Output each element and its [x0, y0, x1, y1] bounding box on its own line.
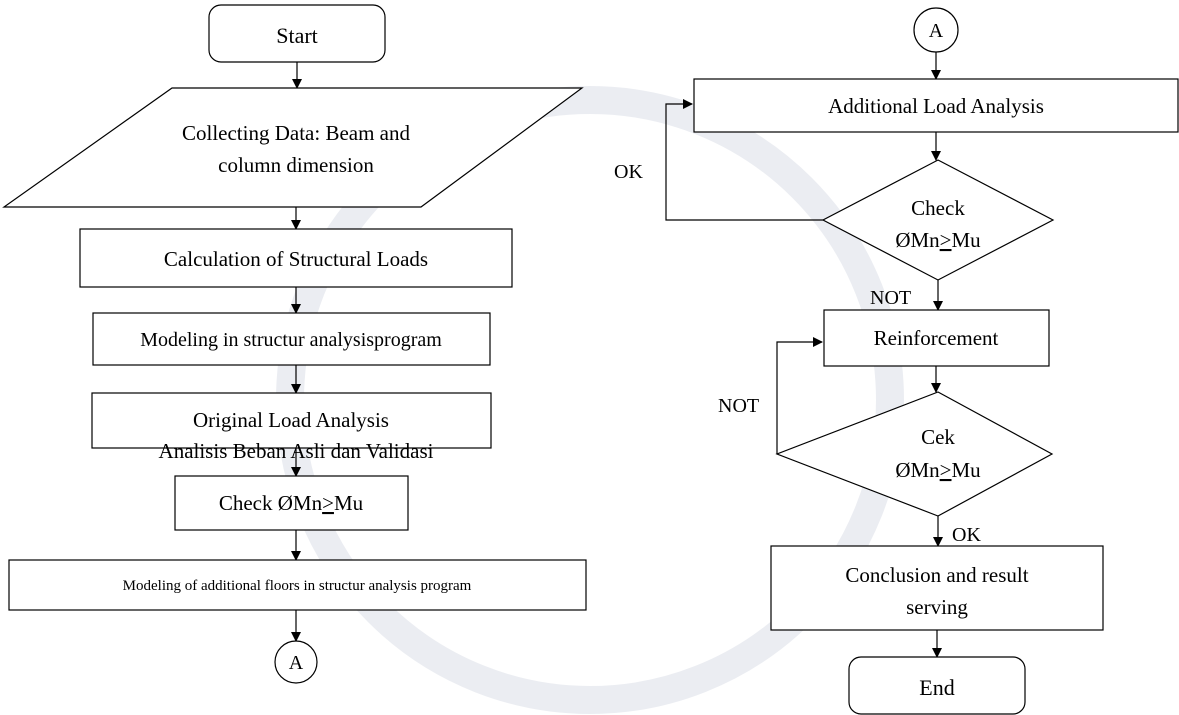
end-label: End: [919, 675, 954, 700]
cek-decision-ge: >: [940, 458, 952, 482]
conclusion-label-line1: Conclusion and result: [845, 563, 1028, 587]
conclusion-process: [770, 545, 1104, 631]
collecting-data-label-line2: column dimension: [218, 153, 374, 177]
edge-check-ok-loop: [665, 99, 823, 221]
connector-a-out: [274, 640, 318, 684]
end-terminator: [848, 656, 1026, 715]
edge-cek-not-loop: [776, 337, 823, 454]
cek-decision-prefix: ØMn: [895, 458, 940, 482]
original-load-process: [91, 392, 492, 449]
additional-load-process: [693, 78, 1179, 133]
check-label-suffix: Mu: [334, 491, 364, 515]
calculation-label: Calculation of Structural Loads: [164, 247, 428, 271]
collecting-data-io: [2, 87, 584, 208]
check-decision-ge: >: [940, 228, 952, 252]
reinforcement-process: [823, 309, 1050, 367]
start-label: Start: [276, 23, 318, 48]
ok-label: OK: [614, 161, 643, 183]
modeling-additional-label: Modeling of additional floors in structu…: [123, 578, 472, 594]
ok-label-2: OK: [952, 524, 981, 546]
cek-decision-line1: Cek: [921, 425, 955, 449]
check-decision-line1: Check: [911, 196, 965, 220]
cek-decision-line2: ØMn>Mu: [895, 458, 981, 482]
modeling-additional-process: [8, 559, 587, 611]
check-label-prefix: Check ØMn: [219, 491, 323, 515]
check-decision-prefix: ØMn: [895, 228, 940, 252]
check-label: Check ØMn>Mu: [219, 491, 364, 515]
connector-a-in-label: A: [929, 20, 944, 42]
not-label: NOT: [870, 287, 911, 309]
modeling-label: Modeling in structur analysisprogram: [140, 329, 442, 351]
calculation-process: [79, 228, 513, 288]
original-load-label-line1: Original Load Analysis: [193, 408, 389, 432]
modeling-process: [92, 312, 491, 366]
connector-a-out-label: A: [289, 652, 304, 674]
additional-load-label: Additional Load Analysis: [828, 94, 1044, 118]
conclusion-label-line2: serving: [906, 595, 968, 619]
check-process: [174, 475, 409, 531]
check-label-ge: >: [322, 491, 334, 515]
check-decision-suffix: Mu: [952, 228, 982, 252]
not-label-2: NOT: [718, 395, 759, 417]
cek-decision: [775, 391, 1054, 517]
check-decision-line2: ØMn>Mu: [895, 228, 981, 252]
reinforcement-label: Reinforcement: [874, 326, 999, 350]
collecting-data-label-line1: Collecting Data: Beam and: [182, 121, 411, 145]
cek-decision-suffix: Mu: [952, 458, 982, 482]
